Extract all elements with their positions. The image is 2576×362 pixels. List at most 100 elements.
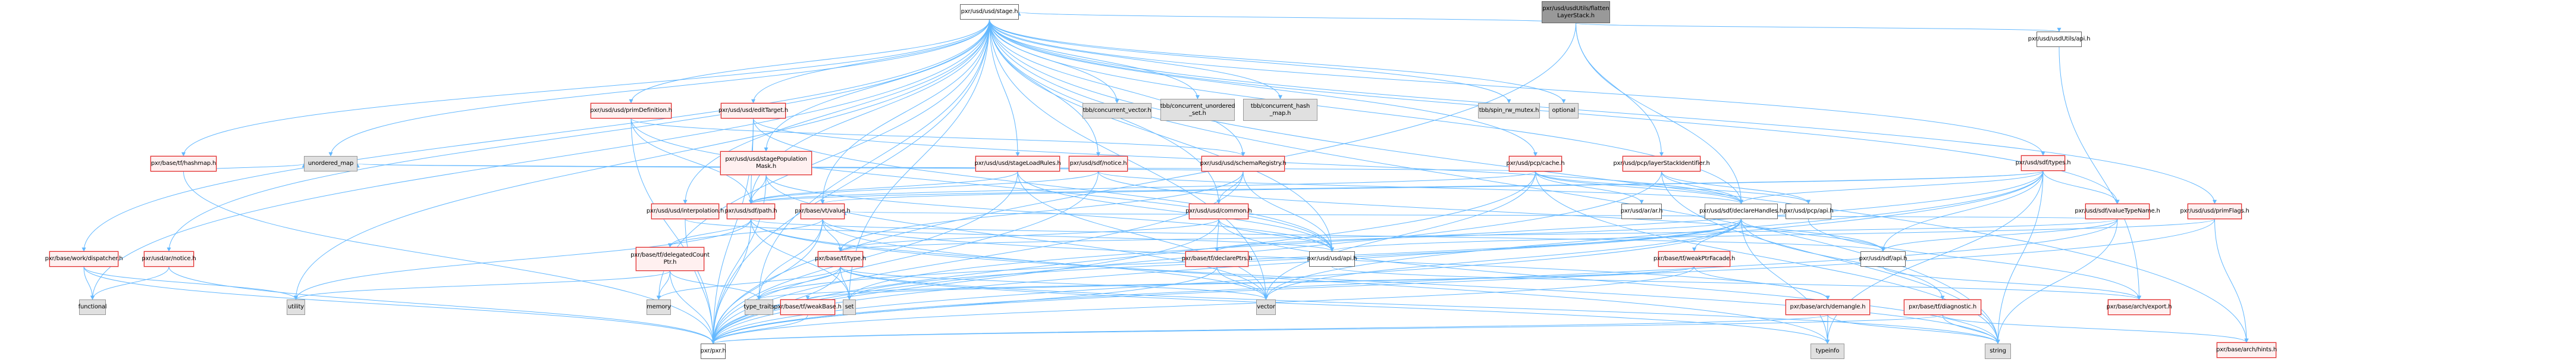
edge-usdcommon-to-tftype	[838, 219, 1219, 252]
edge-stage-to-tbb_spin	[989, 19, 1511, 104]
node-sdfpath[interactable]: pxr/usd/sdf/path.h	[724, 204, 777, 219]
edge-sdfpath-to-delegatedcount	[668, 219, 751, 248]
node-tbb_cv: tbb/concurrent_vector.h	[1083, 103, 1151, 118]
edge-vtvalue-to-delegatedcount	[668, 219, 823, 248]
node-hints[interactable]: pxr/base/arch/hints.h	[2216, 342, 2277, 358]
edge-pcpcache-to-declarehandles	[1535, 171, 1743, 204]
node-sdftypes[interactable]: pxr/usd/sdf/types.h	[2016, 155, 2071, 171]
edge-sdfpath-to-pxrh	[711, 219, 751, 344]
edge-dispatcher-to-pxrh	[83, 266, 716, 344]
node-stageload[interactable]: pxr/usd/usd/stageLoadRules.h	[975, 156, 1061, 171]
edge-primdef-to-schemareg	[630, 118, 1245, 157]
edge-sdftypes-to-declarehandles	[1739, 170, 2044, 204]
node-arar[interactable]: pxr/usd/ar/ar.h	[1621, 204, 1662, 219]
node-sdfnotice[interactable]: pxr/usd/sdf/notice.h	[1069, 156, 1128, 171]
edge-stage-to-schemareg	[989, 19, 1245, 157]
edge-declarehandles-to-declareptrs	[1215, 219, 1742, 252]
edge-sdftypes-to-vector	[1264, 170, 2044, 300]
node-usdutils_api[interactable]: pxr/usd/usdUtils/api.h	[2028, 32, 2091, 47]
edge-primdef-to-sdfpath	[630, 118, 753, 204]
node-hashmap[interactable]: pxr/base/tf/hashmap.h	[150, 156, 217, 171]
node-layerstackid[interactable]: pxr/usd/pcp/layerStackIdentifier.h	[1613, 156, 1710, 171]
node-pcpcache[interactable]: pxr/usd/pcp/cache.h	[1507, 156, 1565, 171]
edge-stage-to-hashmap	[181, 19, 990, 157]
edge-valuetypename-to-sdfapi	[1881, 219, 2118, 252]
edge-stagepop-to-usdapi	[765, 174, 1334, 252]
edge-tftype-to-type_traits	[757, 266, 841, 300]
edge-weakbase-to-pxrh	[711, 314, 808, 344]
node-sdfapi[interactable]: pxr/usd/sdf/api.h	[1859, 251, 1907, 267]
edge-demangle-to-string	[1827, 314, 2000, 344]
edge-pcpcache-to-unordered_map	[356, 163, 1536, 172]
node-tbb_spin: tbb/spin_rw_mutex.h	[1478, 103, 1540, 118]
edge-interpolation-to-usdapi	[685, 219, 1334, 252]
edge-vtvalue-to-tftype	[822, 219, 843, 252]
node-usdcommon[interactable]: pxr/usd/usd/common.h	[1185, 204, 1252, 219]
node-vector: vector	[1256, 299, 1276, 315]
node-dispatcher[interactable]: pxr/base/work/dispatcher.h	[45, 251, 123, 267]
node-weakbase[interactable]: pxr/base/tf/weakBase.h	[774, 299, 842, 315]
edge-stageload-to-usdapi	[1017, 171, 1334, 252]
node-archexport[interactable]: pxr/base/arch/export.h	[2107, 299, 2172, 315]
node-pcpapi[interactable]: pxr/usd/pcp/api.h	[1784, 204, 1834, 219]
edge-arnotice-to-pxrh	[168, 266, 716, 344]
edge-primflags-to-usdapi	[1330, 219, 2215, 252]
node-weakptrfacade[interactable]: pxr/base/tf/weakPtrFacade.h	[1653, 251, 1735, 267]
node-stage[interactable]: pxr/usd/usd/stage.h	[960, 4, 1019, 20]
node-declareptrs[interactable]: pxr/base/tf/declarePtrs.h	[1182, 251, 1252, 267]
edge-sdftypes-to-string	[1995, 170, 2044, 344]
edge-stage-to-memory	[657, 19, 990, 300]
edge-stage-to-stageload	[989, 19, 1020, 157]
node-pxrh[interactable]: pxr/pxr.h	[701, 344, 726, 359]
edge-hashmap-to-pxrh	[183, 171, 716, 344]
node-usdapi[interactable]: pxr/usd/usd/api.h	[1307, 251, 1357, 267]
edge-declarehandles-to-type_traits	[757, 219, 1742, 300]
edge-stage-to-usdapi	[989, 19, 1334, 252]
edge-vtvalue-to-type_traits	[757, 219, 823, 300]
edge-schemareg-to-tftype	[838, 171, 1244, 252]
node-valuetypename[interactable]: pxr/usd/sdf/valueTypeName.h	[2075, 204, 2160, 219]
node-edittarget[interactable]: pxr/usd/usd/editTarget.h	[718, 103, 788, 118]
node-schemareg[interactable]: pxr/usd/usd/schemaRegistry.h	[1200, 156, 1287, 171]
node-root: pxr/usd/usdUtils/flatten LayerStack.h	[1542, 1, 1610, 23]
edge-layerstackid-to-declarehandles	[1661, 171, 1743, 204]
edge-usdcommon-to-string	[1218, 219, 2000, 344]
edge-tftype-to-vector	[840, 266, 1268, 300]
node-primflags[interactable]: pxr/usd/usd/primFlags.h	[2180, 204, 2249, 219]
edge-arnotice-to-functional	[90, 266, 170, 300]
edge-sdftypes-to-sdfpath	[749, 170, 2044, 204]
edge-pcpcache-to-pcpapi	[1535, 171, 1811, 204]
edge-stage-to-primdef	[629, 19, 990, 104]
edge-declarehandles-to-vector	[1264, 219, 1742, 300]
node-primdef[interactable]: pxr/usd/usd/primDefinition.h	[590, 103, 672, 118]
node-optional: optional	[1549, 103, 1579, 118]
node-set: set	[843, 299, 856, 315]
edge-stage-to-string	[989, 19, 2000, 344]
node-vtvalue[interactable]: pxr/base/vt/value.h	[795, 204, 851, 219]
node-tbb_cus: tbb/concurrent_unordered _set.h	[1160, 99, 1235, 121]
edge-demangle-to-pxrh	[711, 314, 1828, 344]
edge-sdftypes-to-set	[847, 170, 2044, 300]
node-declarehandles[interactable]: pxr/usd/sdf/declareHandles.h	[1699, 204, 1783, 219]
edge-sdftypes-to-vtvalue	[820, 170, 2044, 204]
edge-usdcommon-to-pxrh	[711, 219, 1219, 344]
node-interpolation[interactable]: pxr/usd/usd/interpolation.h	[647, 204, 724, 219]
edge-sdftypes-to-valuetypename	[2042, 170, 2120, 204]
edge-weakptrfacade-to-pxrh	[711, 266, 1695, 344]
node-delegatedcount[interactable]: pxr/base/tf/delegatedCount Ptr.h	[630, 247, 710, 271]
edge-stage-to-stagepop	[764, 19, 990, 152]
node-arnotice[interactable]: pxr/usd/ar/notice.h	[142, 251, 196, 267]
edge-declarehandles-to-diagnostic	[1741, 219, 1945, 300]
edge-pcpcache-to-vector	[1264, 171, 1536, 300]
edge-stage-to-arnotice	[167, 19, 990, 252]
edge-sdfapi-to-archexport	[1882, 266, 2141, 300]
edge-pcpapi-to-archexport	[1808, 219, 2141, 300]
edge-stage-to-unordered_map	[328, 19, 990, 157]
node-demangle[interactable]: pxr/base/arch/demangle.h	[1786, 299, 1870, 315]
node-diagnostic[interactable]: pxr/base/tf/diagnostic.h	[1904, 299, 1981, 315]
node-stagepop[interactable]: pxr/usd/usd/stagePopulation Mask.h	[720, 151, 812, 175]
edge-valuetypename-to-string	[1995, 219, 2118, 344]
edge-sdfpath-to-string	[751, 219, 2000, 344]
edge-sdfpath-to-utility	[294, 219, 751, 300]
node-tftype[interactable]: pxr/base/tf/type.h	[815, 251, 866, 267]
